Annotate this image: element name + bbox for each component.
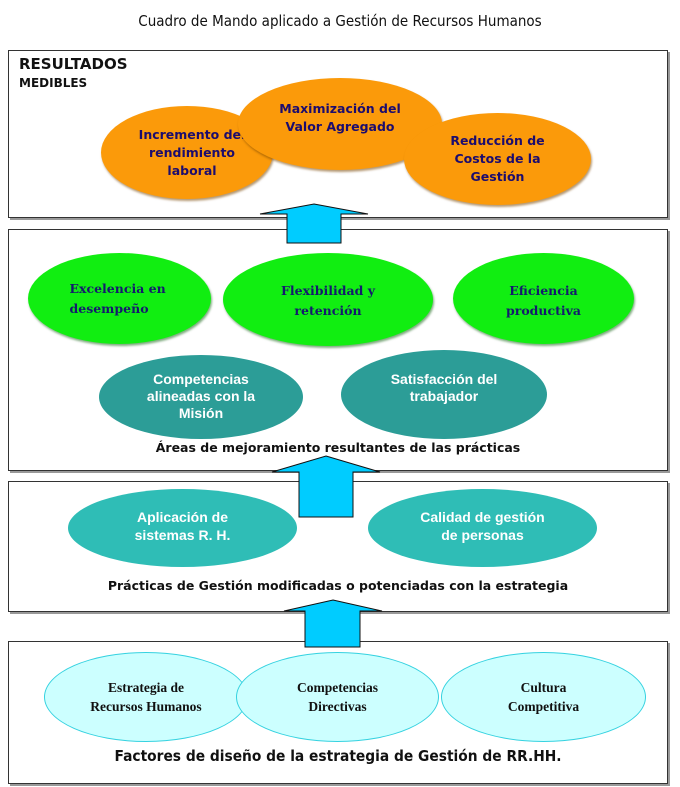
- improvement-ellipse-flexibilidad: Flexibilidad y retención: [223, 253, 433, 346]
- design-factors-caption: Factores de diseño de la estrategia de G…: [114, 747, 562, 765]
- factor-label: Cultura Competitiva: [507, 680, 580, 714]
- practice-label: Aplicación de sistemas R. H.: [134, 509, 231, 543]
- arrow-up-icon: [259, 203, 369, 244]
- improvement-ellipse-excelencia: Excelencia en desempeño: [28, 253, 211, 344]
- factor-ellipse-estrategia: Estrategia de Recursos Humanos: [44, 652, 248, 742]
- result-label: Maximización del Valor Agregado: [279, 101, 401, 134]
- results-subheading: MEDIBLES: [19, 76, 88, 90]
- results-heading: RESULTADOS: [19, 55, 128, 73]
- improvement-ellipse-eficiencia: Eficiencia productiva: [453, 253, 634, 344]
- arrow-up-icon: [271, 455, 381, 518]
- result-ellipse-valor-agregado: Maximización del Valor Agregado: [238, 78, 442, 170]
- arrow-up-shape: [283, 599, 383, 648]
- results-box: RESULTADOS MEDIBLES Incremento del rendi…: [8, 50, 668, 218]
- arrow-up-shape: [271, 455, 381, 518]
- result-ellipse-costos: Reducción de Costos de la Gestión: [404, 113, 591, 205]
- result-label: Reducción de Costos de la Gestión: [450, 133, 545, 184]
- improvement-label: Excelencia en desempeño: [69, 280, 166, 316]
- design-factors-box: Estrategia de Recursos Humanos Competenc…: [8, 641, 668, 784]
- improvement-areas-caption: Áreas de mejoramiento resultantes de las…: [155, 440, 521, 455]
- improvement-ellipse-satisfaccion: Satisfacción del trabajador: [341, 350, 547, 439]
- improvement-label: Eficiencia productiva: [506, 283, 581, 318]
- diagram-title: Cuadro de Mando aplicado a Gestión de Re…: [138, 12, 542, 30]
- practices-caption: Prácticas de Gestión modificadas o poten…: [107, 578, 569, 593]
- arrow-up-icon: [283, 599, 383, 648]
- practice-ellipse-sistemas: Aplicación de sistemas R. H.: [68, 489, 297, 567]
- improvement-label: Flexibilidad y retención: [281, 283, 375, 318]
- improvement-ellipse-competencias: Competencias alineadas con la Misión: [99, 355, 303, 439]
- factor-label: Estrategia de Recursos Humanos: [90, 680, 202, 714]
- improvement-label: Competencias alineadas con la Misión: [146, 371, 256, 421]
- practice-label: Calidad de gestión de personas: [420, 509, 545, 543]
- improvement-label: Satisfacción del trabajador: [390, 371, 498, 404]
- practice-ellipse-calidad: Calidad de gestión de personas: [368, 489, 597, 567]
- factor-ellipse-competencias: Competencias Directivas: [236, 652, 439, 742]
- result-label: Incremento del rendimiento laboral: [138, 126, 246, 178]
- improvement-areas-box: Excelencia en desempeño Flexibilidad y r…: [8, 229, 668, 471]
- arrow-up-shape: [259, 203, 369, 244]
- factor-ellipse-cultura: Cultura Competitiva: [441, 652, 646, 742]
- factor-label: Competencias Directivas: [297, 680, 378, 714]
